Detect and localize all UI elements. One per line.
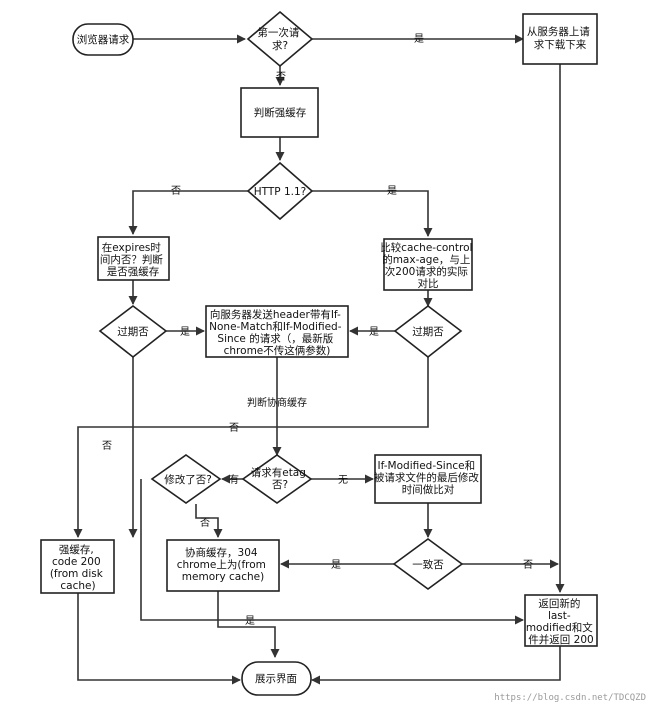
edge-label-http-yes: 是 xyxy=(387,185,397,197)
node-has-etag-label: 请求有etag 否? xyxy=(251,466,310,491)
node-http11-label: HTTP 1.1? xyxy=(254,186,306,198)
edge-label-consistent-no: 否 xyxy=(523,559,533,571)
edge-return-to-show xyxy=(311,646,561,685)
node-compare-cc-label: 比较cache-control 的max-age，与上 次200请求的实际 对比 xyxy=(380,241,476,290)
edge-http-no xyxy=(128,190,248,235)
node-expired-right: 过期否 xyxy=(393,304,463,359)
edge-negotiate-to-show xyxy=(217,591,280,658)
edge-modified-yes xyxy=(140,479,524,625)
node-expired-left-label: 过期否 xyxy=(117,325,149,338)
judge-negotiate-label: 判断协商缓存 xyxy=(247,396,307,409)
edge-labels: 是 否 否 是 是 是 否 否 有 无 否 是 否 是 xyxy=(102,33,533,627)
node-expired-right-label: 过期否 xyxy=(412,325,444,338)
edge-label-etag-yes: 有 xyxy=(229,473,239,486)
edge-label-first-yes: 是 xyxy=(414,33,424,45)
node-start-label: 浏览器请求 xyxy=(77,33,130,46)
node-ims-compare: If-Modified-Since和 被请求文件的最后修改 时间做比对 xyxy=(374,454,482,504)
node-modified: 修改了否? xyxy=(150,454,222,504)
node-http11: HTTP 1.1? xyxy=(246,161,314,221)
node-ims-compare-label: If-Modified-Since和 被请求文件的最后修改 时间做比对 xyxy=(374,460,482,496)
node-judge-strong-label: 判断强缓存 xyxy=(254,106,307,119)
node-modified-label: 修改了否? xyxy=(164,473,212,486)
node-first-request: 第一次请 求? xyxy=(246,10,314,68)
edge-label-expired-left-no: 否 xyxy=(102,440,112,452)
edge-strong-to-show xyxy=(77,593,241,685)
node-return-new-label: 返回新的 last- modified和文 件并返回 200 xyxy=(526,597,596,646)
edge-label-first-no: 否 xyxy=(276,71,286,83)
edge-label-http-no: 否 xyxy=(171,185,181,197)
node-send-header-label: 向服务器发送header带有If- None-Match和If-Modified… xyxy=(209,308,345,357)
node-expires-check-label: 在expires时 间内否？判断 是否强缓存 xyxy=(100,242,166,278)
node-send-header: 向服务器发送header带有If- None-Match和If-Modified… xyxy=(205,305,349,358)
node-return-new: 返回新的 last- modified和文 件并返回 200 xyxy=(524,594,598,647)
edge-label-etag-no: 无 xyxy=(338,475,348,486)
node-negotiate-cache-label: 协商缓存，304 chrome上为(from memory cache) xyxy=(177,546,270,583)
edge-label-modified-yes: 是 xyxy=(245,615,255,627)
node-start: 浏览器请求 xyxy=(72,23,134,56)
node-strong-cache-label: 强缓存, code 200 (from disk cache) xyxy=(50,543,106,592)
node-first-request-label: 第一次请 求? xyxy=(257,26,302,52)
node-show-label: 展示界面 xyxy=(255,673,297,685)
node-strong-cache: 强缓存, code 200 (from disk cache) xyxy=(40,539,115,594)
edge-label-modified-no: 否 xyxy=(200,517,210,529)
node-consistent: 一致否 xyxy=(392,538,464,590)
node-consistent-label: 一致否 xyxy=(412,558,444,571)
node-fetch-server: 从服务器上请 求下载下来 xyxy=(522,13,598,65)
node-has-etag: 请求有etag 否? xyxy=(241,454,313,504)
edges xyxy=(73,34,565,685)
node-expires-check: 在expires时 间内否？判断 是否强缓存 xyxy=(97,236,170,281)
edge-label-expired-right-no: 否 xyxy=(229,422,239,434)
edge-modified-no xyxy=(195,504,223,538)
node-judge-strong: 判断强缓存 xyxy=(240,87,319,138)
watermark-text: https://blog.csdn.net/TDCQZD xyxy=(494,693,646,703)
node-expired-left: 过期否 xyxy=(98,304,168,359)
node-fetch-server-label: 从服务器上请 求下载下来 xyxy=(527,25,593,51)
node-negotiate-cache: 协商缓存，304 chrome上为(from memory cache) xyxy=(166,539,280,592)
edge-http-yes xyxy=(312,190,433,237)
edge-label-expired-left-yes: 是 xyxy=(180,326,190,338)
edge-expired-right-no xyxy=(73,357,429,538)
edge-label-expired-right-yes: 是 xyxy=(369,326,379,338)
node-show: 展示界面 xyxy=(241,661,312,696)
edge-label-consistent-yes: 是 xyxy=(331,559,341,571)
node-compare-cc: 比较cache-control 的max-age，与上 次200请求的实际 对比 xyxy=(380,238,476,291)
